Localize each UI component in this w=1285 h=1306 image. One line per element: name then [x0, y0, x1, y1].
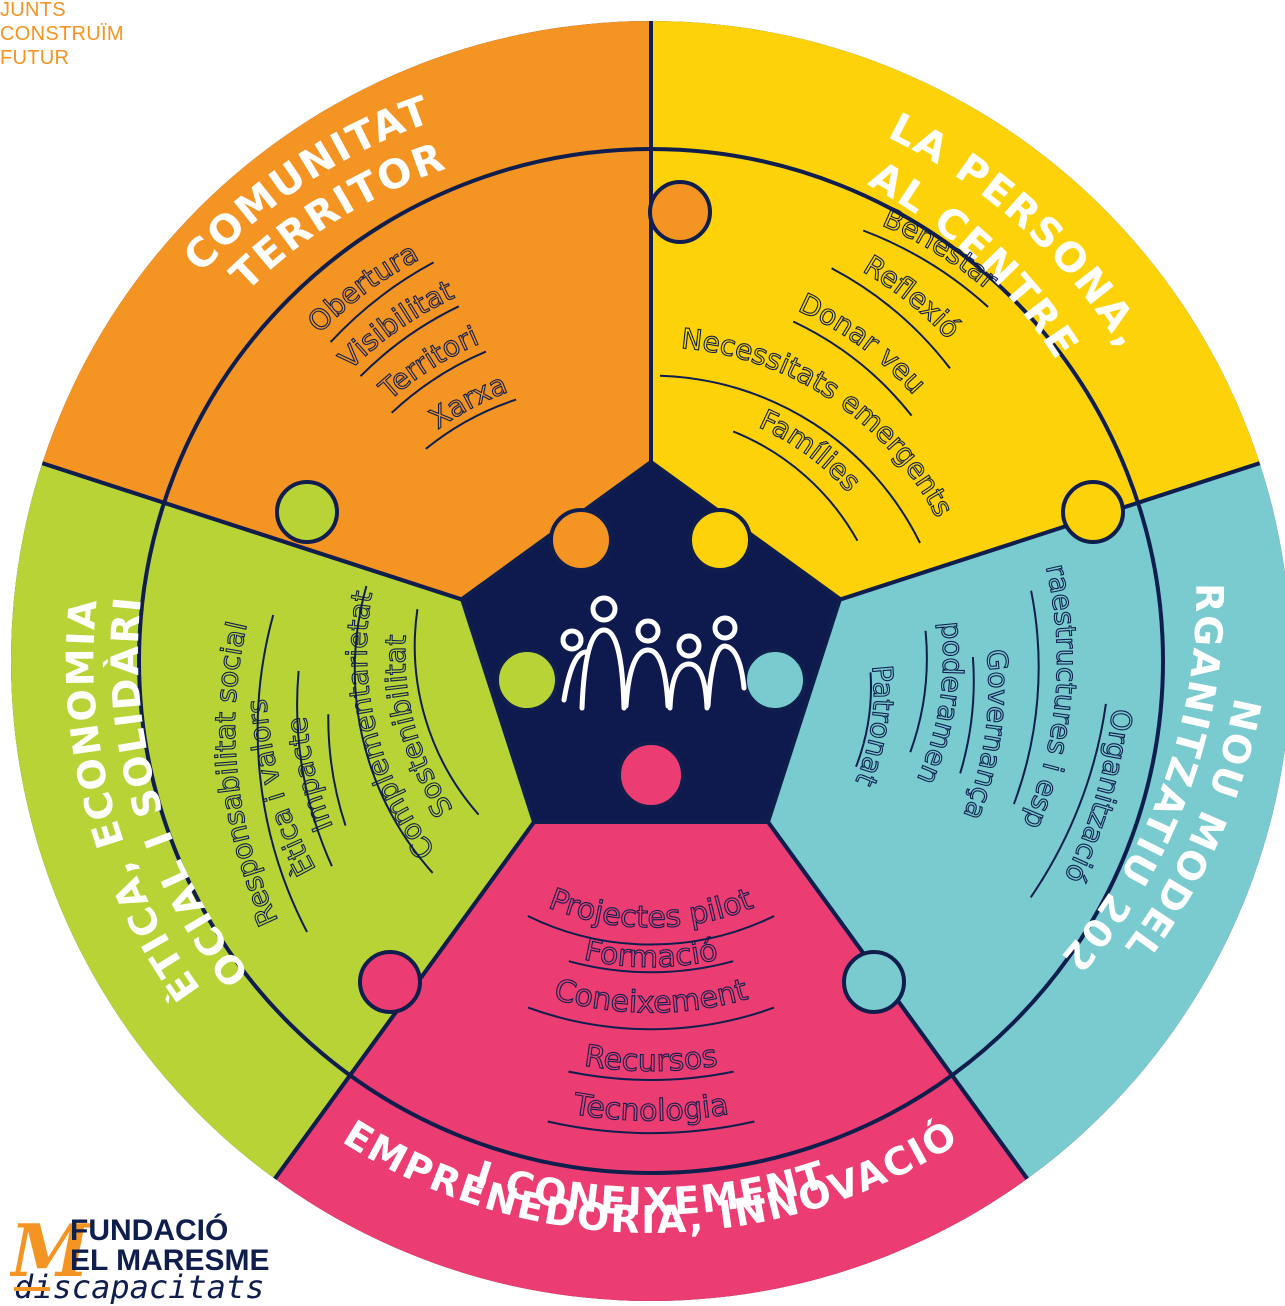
- hub-notch-comunitat: [549, 508, 613, 572]
- knob-etica-comunitat: [275, 480, 339, 544]
- slogan-line-1: JUNTS: [0, 0, 66, 21]
- logo-line-3: discapacitats: [14, 1268, 264, 1304]
- knob-model-emprenedoria: [842, 950, 906, 1014]
- slogan: JUNTS CONSTRUÏM FUTUR: [0, 0, 124, 70]
- hub-notch-emprenedoria: [617, 741, 685, 809]
- hub-notch-etica: [495, 648, 559, 712]
- puzzle-knobs: [275, 180, 1125, 1014]
- item-emprenedoria-3: Recursos: [582, 1039, 719, 1079]
- item-underlines: [256, 229, 1107, 1135]
- slogan-line-3: FUTUR: [0, 47, 70, 69]
- item-emprenedoria-4: Tecnologia: [570, 1087, 731, 1129]
- people-group-icon: [560, 595, 747, 711]
- hub-notch-persona: [688, 508, 752, 572]
- knob-comunitat-persona: [648, 180, 712, 244]
- logo-letter: M: [10, 1212, 92, 1293]
- slogan-line-2: CONSTRUÏM: [0, 23, 124, 45]
- logo-line-2: EL MARESME: [70, 1244, 269, 1277]
- knob-emprenedoria-etica: [358, 950, 422, 1014]
- logo-line-1: FUNDACIÓ: [70, 1213, 228, 1247]
- hub-notch-model: [743, 648, 807, 712]
- fundacio-logo: M FUNDACIÓ EL MARESME discapacitats: [10, 1212, 269, 1304]
- knob-persona-model: [1061, 480, 1125, 544]
- inner-ring-line: [137, 147, 1165, 1175]
